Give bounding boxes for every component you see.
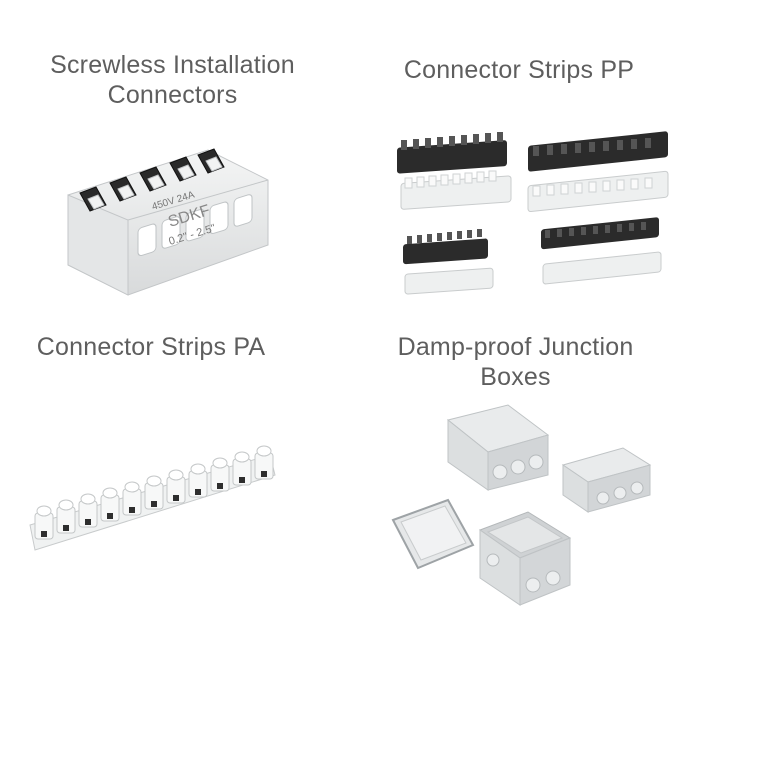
product-title[interactable]: Screwless Installation Connectors [50,51,295,109]
product-tile-connector-strips-pa[interactable]: Connector Strips PA [0,310,378,762]
junction-boxes-image[interactable] [388,400,678,610]
product-title[interactable]: Connector Strips PA [36,333,266,361]
product-tile-connector-strips-pp[interactable]: Connector Strips PP [378,0,757,310]
product-tile-screwless-connectors[interactable]: Screwless Installation Connectors [0,0,378,310]
connector-strips-pp-image[interactable] [393,130,683,300]
product-title[interactable]: Connector Strips PP [403,56,635,84]
screwless-connector-image[interactable]: 450V 24A SDKF 0.2" - 2.5" [58,135,283,305]
product-title[interactable]: Damp-proof Junction Boxes [397,333,634,391]
connector-strips-pa-image[interactable] [25,435,285,560]
product-tile-junction-boxes[interactable]: Damp-proof Junction Boxes [378,310,757,762]
